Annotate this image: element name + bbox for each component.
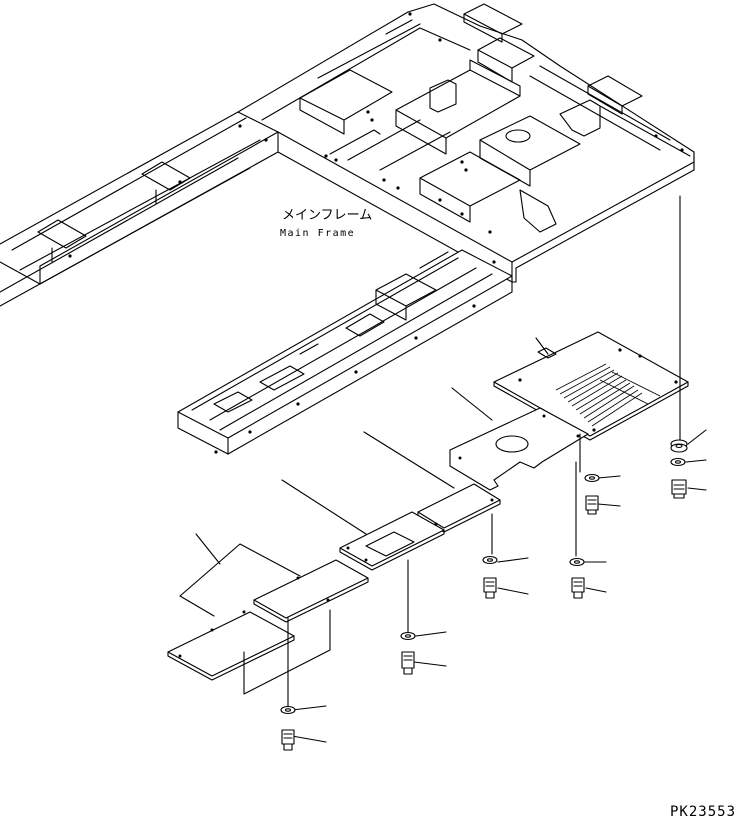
under-cover-left (167, 543, 369, 695)
main-frame-label-jp: メインフレーム (282, 208, 372, 223)
leader-lines (195, 195, 707, 743)
main-frame-label-en: Main Frame (280, 228, 355, 239)
fasteners (280, 439, 688, 751)
drawing-code: PK23553 (670, 804, 736, 820)
under-cover-front (339, 483, 501, 571)
under-cover-middle (449, 407, 589, 491)
main-frame (0, 3, 695, 455)
